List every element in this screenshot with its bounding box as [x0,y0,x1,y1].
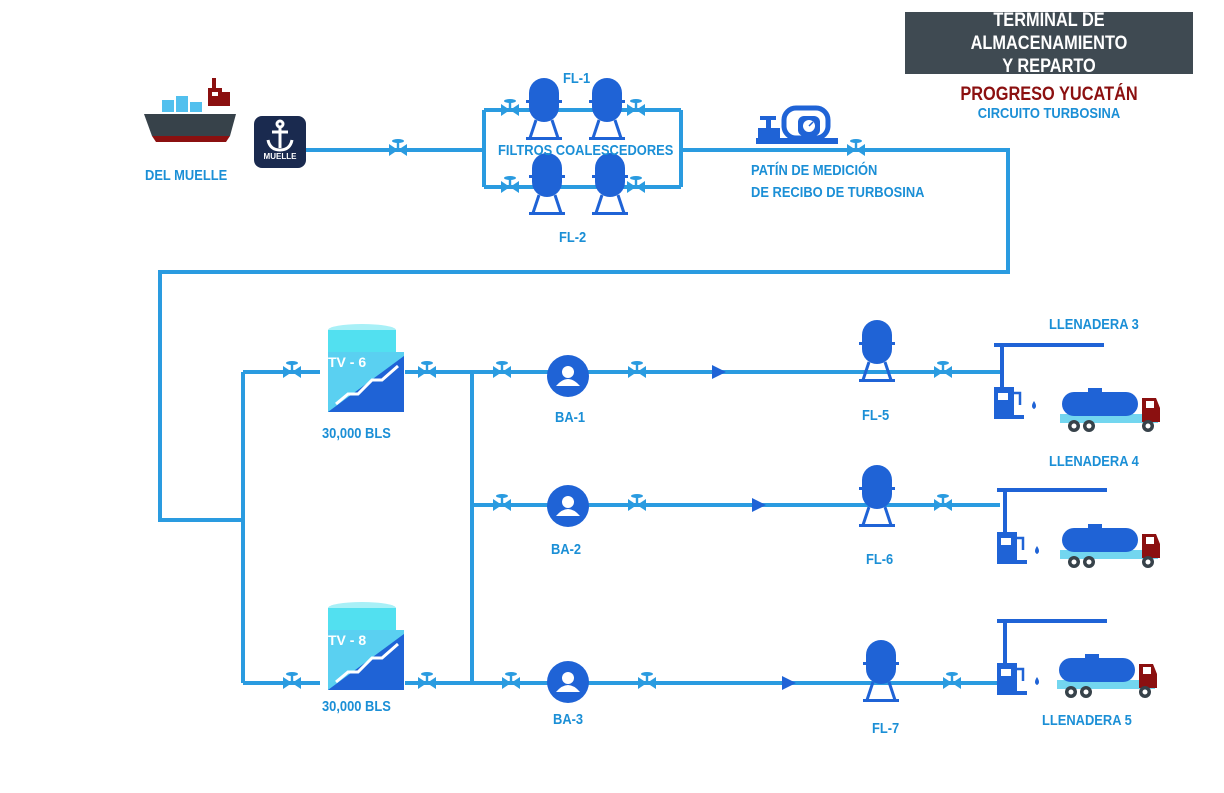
valve-icon[interactable] [283,672,301,689]
tanker-truck-icon [1060,388,1160,432]
pump-ba1-icon [547,355,589,397]
valve-icon[interactable] [934,494,952,511]
flow-arrow-icon [712,365,726,379]
dock-badge [254,116,306,168]
valve-icon[interactable] [627,176,645,193]
valve-icon[interactable] [627,99,645,116]
pump-ba3-icon [547,661,589,703]
loading-rack-4-label: LLENADERA 4 [1049,453,1139,470]
valve-icon[interactable] [493,361,511,378]
tanker-truck-icon [1060,524,1160,568]
pump-ba2-label: BA-2 [551,541,582,558]
circuit-label: CIRCUITO TURBOSINA [977,105,1121,122]
tank-tv6-name: TV - 6 [328,354,367,370]
loading-rack-3-label: LLENADERA 3 [1049,316,1139,333]
title-line-1: TERMINAL DE ALMACENAMIENTO [970,9,1128,54]
title-line-2: Y REPARTO [1002,55,1096,77]
valve-icon[interactable] [847,139,865,156]
title-box: TERMINAL DE ALMACENAMIENTO Y REPARTO [905,9,1193,77]
tank-tv8-capacity: 30,000 BLS [322,698,391,715]
valve-icon[interactable] [418,672,436,689]
valve-icon[interactable] [628,361,646,378]
anchor-icon [266,119,294,152]
tanker-truck-icon [1057,654,1157,698]
meter-skid-icon [756,105,838,144]
filter-fl6-label: FL-6 [866,551,894,568]
valve-icon[interactable] [283,361,301,378]
filter-vessel-icon [527,151,567,217]
valve-icon[interactable] [389,139,407,156]
valve-icon[interactable] [493,494,511,511]
filter-vessel-icon [590,151,630,217]
filter-vessel-icon [524,76,564,142]
filter-fl2-label: FL-2 [559,229,587,246]
filter-vessel-icon [587,76,627,142]
tank-tv8-name: TV - 8 [328,632,367,648]
filter-fl7-label: FL-7 [872,720,900,737]
valve-icon[interactable] [943,672,961,689]
loading-rack-5-label: LLENADERA 5 [1042,712,1132,729]
filter-fl1-label: FL-1 [563,70,591,87]
dock-badge-label: MUELLE [263,152,297,161]
valve-icon[interactable] [418,361,436,378]
valve-icon[interactable] [628,494,646,511]
ship-icon [144,78,236,142]
coalescer-filters-label: FILTROS COALESCEDORES [498,142,674,159]
pump-ba1-label: BA-1 [555,409,586,426]
pump-ba3-label: BA-3 [553,711,584,728]
flow-arrows [712,365,796,690]
filter-fl6-icon [857,463,897,529]
filter-fl7-icon [861,638,901,704]
valve-icon[interactable] [502,672,520,689]
valve-icon[interactable] [501,176,519,193]
filter-fl5-label: FL-5 [862,407,890,424]
valve-icon[interactable] [638,672,656,689]
flow-arrow-icon [782,676,796,690]
location-label: PROGRESO YUCATÁN [960,84,1138,105]
pump-ba2-icon [547,485,589,527]
meter-label-line-2: DE RECIBO DE TURBOSINA [751,184,925,201]
tank-tv6-capacity: 30,000 BLS [322,425,391,442]
meter-label-line-1: PATÍN DE MEDICIÓN [751,162,878,179]
valve-icon[interactable] [934,361,952,378]
valve-icon[interactable] [501,99,519,116]
source-label: DEL MUELLE [145,167,228,184]
flow-arrow-icon [752,498,766,512]
